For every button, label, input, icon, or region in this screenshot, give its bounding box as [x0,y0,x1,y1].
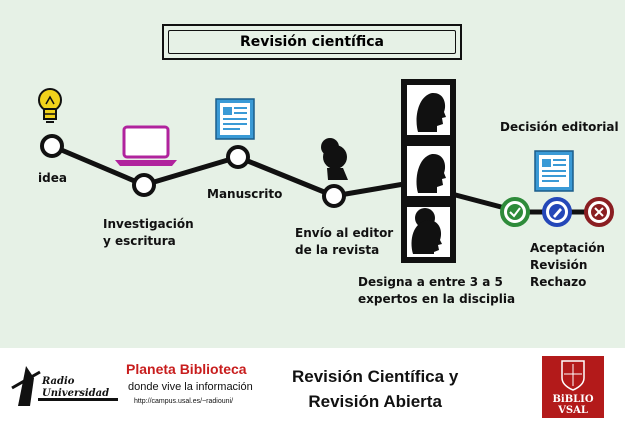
label-outcomes: Aceptación Revisión Rechazo [530,241,605,289]
label-idea: idea [38,171,67,185]
label-designa: Designa a entre 3 a 5 expertos en la dis… [358,275,516,306]
biblio-logo-text: BiBLIO VSAL [552,394,594,416]
footer [0,348,625,425]
label-manuscrito: Manuscrito [207,187,283,201]
node-manuscrito [226,145,250,169]
woman-silhouette-icon [411,208,442,254]
timeline-graphic [38,79,614,263]
document-icon [215,98,255,140]
pencil-icon [542,197,572,227]
label-envio: Envío al editor de la revista [295,226,394,257]
radio-logo [11,366,118,406]
title-frame: Revisión científica [162,24,462,60]
radio-logo-text: Radio Universidad [42,376,110,399]
diagram-title: Revisión científica [240,34,384,50]
label-investigacion: Investigación y escritura [103,217,194,248]
woman-silhouette-icon [321,138,348,180]
person-silhouette-icon [416,153,446,193]
person-silhouette-icon [416,92,446,132]
tagline: donde vive la información [128,381,253,393]
node-investigacion [132,173,156,197]
lightbulb-icon [38,88,62,123]
node-idea [40,134,64,158]
label-decision: Decisión editorial [500,120,619,134]
document-icon [534,150,574,192]
footer-heading: Revisión Científica y Revisión Abierta [292,367,459,411]
biblio-logo [542,356,604,418]
footer-url: http://campus.usal.es/~radiouni/ [134,398,234,405]
x-icon [584,197,614,227]
planeta-biblioteca: Planeta Biblioteca [126,361,247,377]
node-envio [322,184,346,208]
experts-panel [401,79,456,263]
laptop-icon [115,125,177,166]
shield-icon [561,360,585,391]
check-icon [500,197,530,227]
